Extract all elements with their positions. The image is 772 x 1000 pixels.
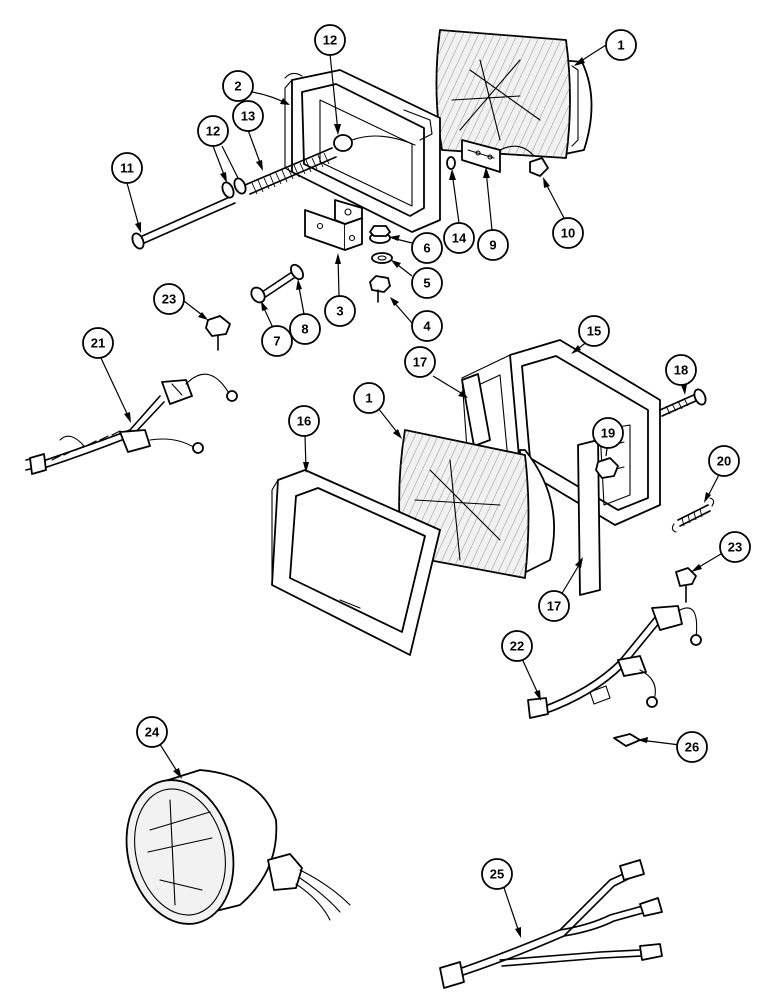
callout-label: 20 bbox=[717, 454, 731, 469]
callout-label: 8 bbox=[301, 322, 308, 337]
callout-19: 19 bbox=[592, 417, 624, 449]
callout-1-lower: 1 bbox=[353, 382, 385, 414]
callout-10: 10 bbox=[552, 217, 584, 249]
callout-label: 1 bbox=[365, 391, 372, 406]
callout-20: 20 bbox=[708, 445, 740, 477]
mounting-strips bbox=[461, 373, 601, 596]
callout-18: 18 bbox=[665, 354, 697, 386]
callout-label: 19 bbox=[601, 426, 615, 441]
callout-22: 22 bbox=[501, 630, 533, 662]
callout-5: 5 bbox=[411, 267, 443, 299]
callout-8: 8 bbox=[289, 313, 321, 345]
callout-label: 14 bbox=[452, 231, 467, 246]
adjusting-spring bbox=[244, 147, 337, 195]
callout-label: 3 bbox=[336, 304, 343, 319]
callout-label: 2 bbox=[234, 79, 241, 94]
callout-label: 12 bbox=[206, 124, 220, 139]
wiring-harness-left bbox=[25, 373, 238, 475]
callout-26: 26 bbox=[676, 731, 708, 763]
callout-13: 13 bbox=[232, 100, 264, 132]
callout-23-left: 23 bbox=[153, 283, 185, 315]
callout-label: 7 bbox=[273, 334, 280, 349]
screw-nut-spring bbox=[595, 388, 715, 533]
callout-label: 17 bbox=[547, 599, 561, 614]
callout-7: 7 bbox=[261, 325, 293, 357]
callout-label: 12 bbox=[323, 33, 337, 48]
callout-label: 10 bbox=[561, 226, 575, 241]
callout-12-washers: 12 bbox=[197, 115, 229, 147]
callout-label: 22 bbox=[510, 639, 524, 654]
callout-3: 3 bbox=[324, 295, 356, 327]
callout-label: 4 bbox=[423, 319, 431, 334]
connector bbox=[613, 733, 641, 747]
callout-label: 13 bbox=[241, 109, 255, 124]
callout-21: 21 bbox=[82, 327, 114, 359]
callout-23-right: 23 bbox=[719, 531, 751, 563]
callout-4: 4 bbox=[411, 310, 443, 342]
callout-label: 1 bbox=[617, 38, 624, 53]
callout-label: 5 bbox=[423, 276, 430, 291]
callout-14: 14 bbox=[443, 222, 475, 254]
callout-label: 6 bbox=[423, 241, 430, 256]
callout-label: 15 bbox=[587, 324, 601, 339]
round-work-lamp bbox=[125, 769, 351, 925]
callout-label: 24 bbox=[145, 725, 160, 740]
callout-label: 23 bbox=[728, 540, 742, 555]
leader-lines bbox=[99, 44, 732, 938]
nut-washer-set bbox=[369, 225, 393, 303]
callout-label: 11 bbox=[120, 161, 134, 176]
callout-24: 24 bbox=[136, 716, 168, 748]
callout-label: 17 bbox=[413, 355, 427, 370]
wiring-harness-right bbox=[527, 605, 702, 719]
callout-15: 15 bbox=[578, 315, 610, 347]
wiring-harness-lower bbox=[439, 859, 663, 989]
washers bbox=[221, 177, 247, 199]
bolt-and-nut bbox=[250, 263, 304, 304]
callout-9: 9 bbox=[477, 229, 509, 261]
callout-17-top: 17 bbox=[404, 346, 436, 378]
callout-11: 11 bbox=[111, 152, 143, 184]
callout-6: 6 bbox=[411, 232, 443, 264]
lamp-unit-top bbox=[435, 29, 593, 159]
callout-16: 16 bbox=[288, 405, 320, 437]
callout-label: 9 bbox=[489, 238, 496, 253]
callout-label: 18 bbox=[674, 363, 688, 378]
retainer-clip bbox=[446, 139, 549, 177]
callout-25: 25 bbox=[481, 858, 513, 890]
callout-label: 26 bbox=[685, 740, 699, 755]
bezel bbox=[271, 469, 441, 656]
callout-label: 16 bbox=[297, 414, 311, 429]
callout-12-top: 12 bbox=[314, 24, 346, 56]
adjusting-bolt bbox=[131, 195, 236, 250]
callout-label: 21 bbox=[91, 336, 105, 351]
callout-label: 23 bbox=[162, 292, 176, 307]
callout-2: 2 bbox=[222, 70, 254, 102]
callout-17-lower: 17 bbox=[538, 590, 570, 622]
callout-label: 25 bbox=[490, 867, 504, 882]
callout-1-top: 1 bbox=[605, 29, 637, 61]
lamp-housing bbox=[284, 69, 441, 233]
mounting-bracket bbox=[304, 199, 363, 251]
ground-screws bbox=[205, 315, 697, 603]
